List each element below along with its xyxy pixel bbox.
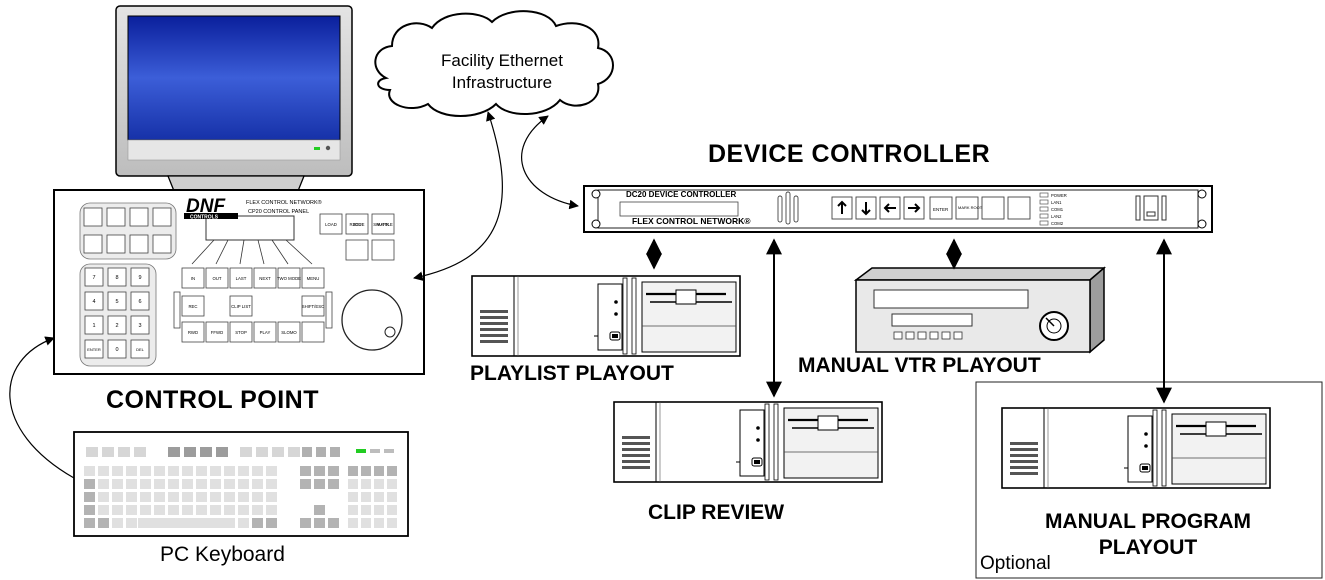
device-controller-title: DEVICE CONTROLLER bbox=[708, 140, 991, 168]
playlist-playout-server bbox=[471, 275, 741, 357]
cloud-label: Facility Ethernet Infrastructure bbox=[414, 50, 590, 94]
cp-button-label: NEXT bbox=[259, 276, 271, 281]
vtr-deck bbox=[853, 266, 1107, 354]
cp-keypad-key-label: 8 bbox=[115, 275, 118, 281]
cp-button-label: IN bbox=[191, 276, 195, 281]
cp-button-label: CLIP LIST bbox=[231, 304, 251, 309]
cp-keypad-key-label: 9 bbox=[138, 275, 141, 281]
cp-keypad-key-label: 4 bbox=[92, 299, 95, 305]
connector-lines bbox=[9, 111, 579, 479]
dc-status-label: COM1 bbox=[1051, 207, 1064, 212]
cp-keypad-key-label: 7 bbox=[92, 275, 95, 281]
dc-model-text: DC20 DEVICE CONTROLLER bbox=[626, 190, 736, 199]
playlist-playout-label: PLAYLIST PLAYOUT bbox=[470, 362, 674, 385]
cp-button-label: SHUTTLE bbox=[373, 222, 393, 227]
ethernet-cloud bbox=[374, 10, 614, 117]
cp-button-label: RWD bbox=[188, 330, 198, 335]
cp-button-label: STOP bbox=[235, 330, 247, 335]
cp-button-label: REC bbox=[188, 304, 197, 309]
cp-button-label: MARK bbox=[377, 222, 390, 227]
control-panel-device bbox=[53, 189, 425, 375]
dc-network-text: FLEX CONTROL NETWORK® bbox=[632, 216, 751, 226]
cp-button-label: MENU bbox=[307, 276, 320, 281]
optional-boundary bbox=[975, 381, 1323, 579]
clip-review-server bbox=[613, 401, 883, 483]
controller-links bbox=[646, 238, 1172, 404]
cp-keypad-key-label: 0 bbox=[115, 347, 118, 353]
cp-button-label: TWO MODE bbox=[277, 276, 301, 281]
dc-status-label: LAN1 bbox=[1051, 200, 1062, 205]
cp-button-label: RECUE bbox=[349, 222, 364, 227]
cp-button-label: LAST bbox=[236, 276, 247, 281]
device-controller-unit bbox=[583, 185, 1213, 233]
manual-program-line1: MANUAL PROGRAM bbox=[1044, 510, 1252, 533]
cp-keypad-key-label: 6 bbox=[138, 299, 141, 305]
dc-status-label: LAN2 bbox=[1051, 214, 1062, 219]
cp-brand-sub: CONTROLS bbox=[190, 215, 219, 221]
dc-status-label: POWER bbox=[1051, 193, 1067, 198]
cp-panel-text: CP20 CONTROL PANEL bbox=[248, 209, 309, 215]
cp-button-label: JOG bbox=[353, 222, 362, 227]
cp-keypad-key-label: 2 bbox=[115, 323, 118, 329]
cp-button-label: FFWD bbox=[211, 330, 223, 335]
dc-status-label: COM2 bbox=[1051, 221, 1064, 226]
cp-keypad-key-label: 1 bbox=[92, 323, 95, 329]
manual-program-line2: PLAYOUT bbox=[1098, 536, 1198, 559]
cp-keypad-key-label: 3 bbox=[138, 323, 141, 329]
cloud-label-line1: Facility Ethernet bbox=[441, 51, 563, 70]
control-point-title: CONTROL POINT bbox=[106, 386, 319, 414]
clip-review-label: CLIP REVIEW bbox=[648, 501, 785, 524]
cp-keypad-key-label: DEL bbox=[136, 347, 145, 352]
optional-label: Optional bbox=[980, 553, 1051, 574]
cp-button-label: LOAD bbox=[325, 222, 337, 227]
cp-button-label: PLAY bbox=[260, 330, 271, 335]
cp-button-label: OUT bbox=[212, 276, 221, 281]
cp-button-label: SHIFT/ESC bbox=[302, 304, 324, 309]
pc-keyboard bbox=[73, 431, 409, 537]
manual-program-playout-label: MANUAL PROGRAM PLAYOUT bbox=[1000, 509, 1296, 561]
cp-network-text: FLEX CONTROL NETWORK® bbox=[246, 199, 322, 206]
cloud-label-line2: Infrastructure bbox=[451, 73, 553, 92]
dc-enter-label: ENTER bbox=[933, 207, 949, 212]
cp-keypad-key-label: ENTER bbox=[87, 347, 101, 352]
cp-keypad-key-label: 5 bbox=[115, 299, 118, 305]
cp-button-label: SLOMO bbox=[281, 330, 297, 335]
manual-vtr-playout-label: MANUAL VTR PLAYOUT bbox=[798, 354, 1041, 377]
dc-mark-label: MARK ROOT bbox=[958, 205, 983, 210]
computer-monitor bbox=[115, 5, 353, 205]
cp-brand: DNF bbox=[186, 196, 226, 217]
pc-keyboard-label: PC Keyboard bbox=[160, 543, 285, 566]
manual-program-playout-server bbox=[1001, 407, 1271, 489]
